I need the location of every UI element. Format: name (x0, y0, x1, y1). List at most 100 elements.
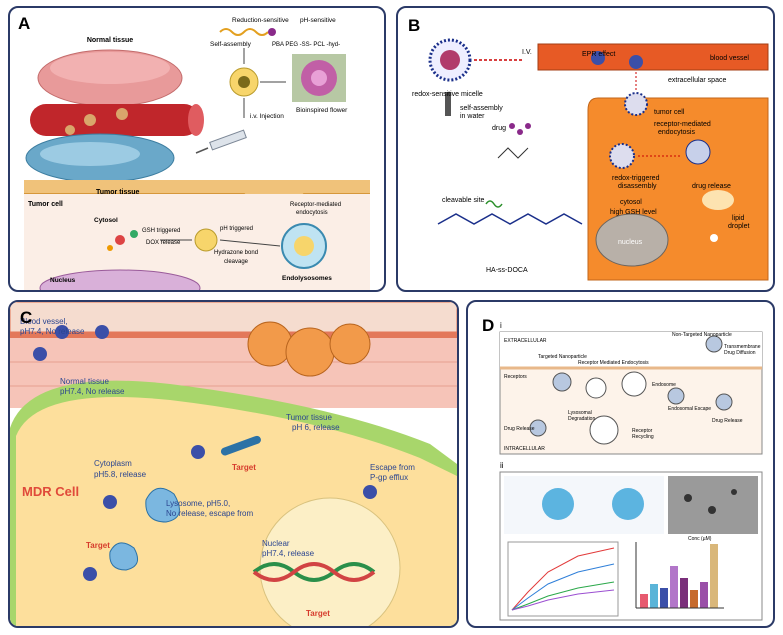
in-water-label: in water (460, 113, 485, 120)
panel-a: A (8, 6, 386, 292)
nucleus (595, 213, 669, 267)
gsh-triggered-label: GSH triggered (142, 228, 180, 234)
panel-d: D i EXTRACELLULAR INTRACELLULAR Targeted… (466, 300, 775, 628)
reduction-sensitive-label: Reduction-sensitive (232, 17, 289, 24)
nucleus-label: Nucleus (50, 277, 76, 284)
droplet-label: droplet (728, 223, 749, 230)
lysosome-sub: No release, escape from (166, 509, 253, 518)
normal-tissue-label: Normal tissue (60, 377, 109, 386)
tumor-tissue-label: Tumor tissue (286, 413, 332, 422)
escape-label: Escape from (370, 463, 415, 472)
polymer-legend: PBA PEG -SS- PCL -hyd- (272, 42, 340, 48)
tumor-tissue-label: Tumor tissue (96, 189, 140, 196)
panel-a-label: A (18, 14, 31, 33)
receptors-label: Receptors (504, 374, 527, 380)
panel-c-figure: Blood vessel, pH7.4, No release Normal t… (10, 302, 457, 626)
extracellular-label: EXTRACELLULAR (504, 338, 547, 344)
bar-7 (700, 582, 708, 608)
endosomal-escape-label: Endosomal Escape (668, 406, 711, 412)
cytoplasm-label: Cytoplasm (94, 459, 132, 468)
disassembly-label: disassembly (618, 183, 657, 190)
receptor-label: Receptor (632, 428, 653, 434)
tem-image (668, 476, 758, 534)
endosome-label: Endosome (652, 382, 676, 388)
target-label-3: Target (306, 609, 330, 618)
panel-d-label: D (482, 316, 495, 335)
lysosomal-label: Lysosomal (568, 410, 592, 416)
cytosol-label: cytosol (620, 199, 642, 206)
cleavable-site-label: cleavable site (442, 197, 485, 204)
cytoplasm-sub: pH5.8, release (94, 470, 147, 479)
bioinspired-flower-label: Bioinspired flower (296, 107, 348, 114)
drug-diffusion-label: Drug Diffusion (724, 350, 756, 356)
panel-c-label: C (20, 308, 33, 327)
transmembrane-label: Transmembrane (724, 344, 761, 350)
bar-5 (680, 578, 688, 608)
receptor-mediated-label: receptor-mediated (654, 121, 711, 128)
bar-4 (670, 566, 678, 608)
nucleus (39, 269, 201, 290)
lysosome-label: Lysosome, pH5.0, (166, 499, 230, 508)
nanoparticle-diagram-1 (542, 488, 574, 520)
hydrazone-label: Hydrazone bond (214, 250, 258, 256)
cell-membrane (24, 180, 370, 194)
bar-3 (660, 588, 668, 608)
bar-1 (640, 594, 648, 608)
target-label-2: Target (86, 541, 110, 550)
molecule-name: HA-ss-DOCA (486, 267, 528, 274)
lipid-label: lipid (732, 215, 745, 222)
cleavage-label: cleavage (224, 259, 249, 265)
syringe-icon (195, 129, 247, 154)
epr-effect-label: EPR effect (582, 51, 615, 58)
panel-b-label: B (408, 16, 421, 35)
tumor-cell-label: tumor cell (654, 109, 685, 116)
blood-vessel-sub: pH7.4, No release (20, 327, 85, 336)
nuclear-label: Nuclear (262, 539, 290, 548)
redox-micelle-label: redox-sensitive micelle (412, 91, 483, 98)
sub-i-label: i (500, 321, 502, 330)
extracellular-space-label: extracellular space (668, 77, 726, 84)
tumor-tissue-sub: pH 6, release (292, 423, 340, 432)
normal-tissue-label: Normal tissue (87, 37, 133, 44)
panel-d-figure: i EXTRACELLULAR INTRACELLULAR Targeted N… (499, 321, 763, 621)
panel-a-figure: Normal tissue Tumor tissue Reduction-sen… (24, 17, 370, 290)
redox-triggered-label: redox-triggered (612, 175, 660, 182)
gsh-level-label: high GSH level (610, 209, 657, 216)
molecule-structure (437, 213, 583, 225)
degradation-label: Degradation (568, 416, 595, 422)
endocytosis-label: endocytosis (658, 129, 695, 136)
sub-ii-label: ii (500, 461, 504, 470)
self-assembly-label: Self-assembly (210, 41, 252, 48)
endocytosis-label: endocytosis (296, 210, 328, 216)
recycling-label: Recycling (632, 434, 654, 440)
panel-b-figure: I.V. EPR effect blood vessel extracellul… (412, 38, 769, 281)
blood-vessel (30, 104, 200, 136)
bar-2 (650, 584, 658, 608)
receptor-mediated-label: Receptor-mediated (290, 202, 341, 208)
bar-6 (690, 590, 698, 608)
mdr-cell-label: MDR Cell (22, 484, 79, 499)
ph-sensitive-label: pH-sensitive (300, 17, 336, 24)
dox-release-label: DOX release (146, 240, 181, 246)
intracellular-label: INTRACELLULAR (504, 446, 545, 452)
escape-sub: P-gp efflux (370, 473, 408, 482)
blood-vessel-label: Blood vessel, (20, 317, 68, 326)
iv-injection-label: i.v. Injection (250, 113, 284, 120)
blood-vessel (537, 43, 769, 71)
receptor-endocytosis-label: Receptor Mediated Endocytosis (578, 360, 649, 366)
nucleus-label: nucleus (618, 239, 643, 246)
normal-tissue-sub: pH7.4, No release (60, 387, 125, 396)
targeted-np-label: Targeted Nanoparticle (538, 354, 587, 360)
micelle-icon (229, 67, 259, 97)
drug-label: drug (492, 125, 506, 132)
non-targeted-np-label: Non-Targeted Nanoparticle (672, 332, 732, 338)
bar-chart-title: Conc (µM) (688, 536, 712, 542)
self-assembly-label: self-assembly (460, 105, 503, 112)
drug-release-right-label: Drug Release (712, 418, 743, 424)
ph-triggered-label: pH triggered (220, 226, 253, 232)
bar-8 (710, 544, 718, 608)
endolysosomes-label: Endolysosomes (282, 275, 332, 282)
panel-b: B I.V. EPR effect blood vessel extracell… (396, 6, 775, 292)
drug-release-left-label: Drug Release (504, 426, 535, 432)
iv-label: I.V. (522, 49, 532, 56)
